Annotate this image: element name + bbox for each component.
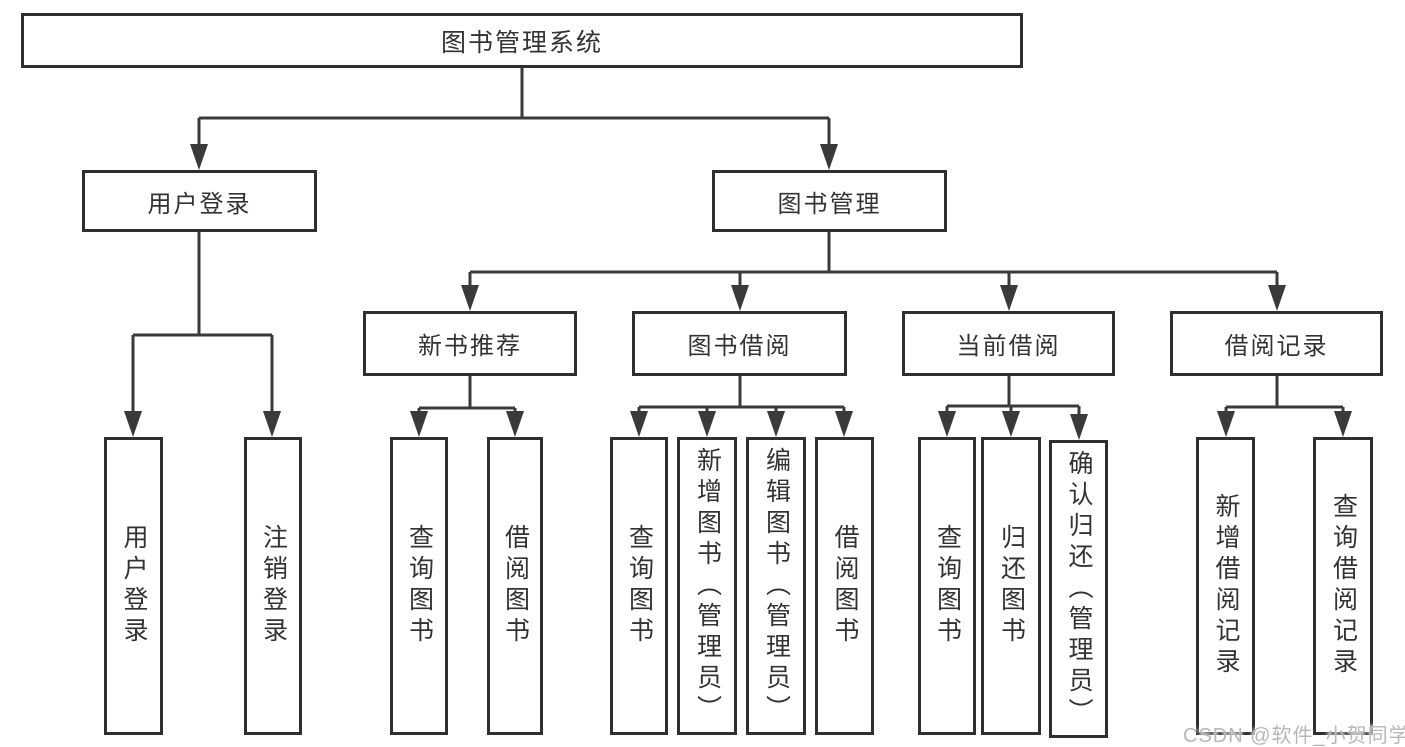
leaf-borrow-books-recommend: 借阅图书 (487, 437, 543, 735)
watermark-text: CSDN @软件_小贺同学 (1183, 725, 1405, 747)
node-new-book-recommend-label: 新书推荐 (418, 333, 522, 360)
leaf-return-books-label: 归还图书 (997, 524, 1026, 648)
leaf-add-borrow-record: 新增借阅记录 (1196, 437, 1255, 735)
leaf-query-borrow-record: 查询借阅记录 (1313, 437, 1373, 735)
leaf-user-login-label: 用户登录 (120, 524, 148, 648)
leaf-borrow-books-recommend-label: 借阅图书 (501, 524, 530, 648)
node-user-login-label: 用户登录 (147, 190, 252, 218)
node-book-borrow-label: 图书借阅 (687, 333, 792, 360)
connector-new-book-children (410, 376, 524, 437)
leaf-confirm-return-admin: 确认归还（管理员） (1049, 440, 1108, 738)
node-library-system-label: 图书管理系统 (440, 28, 603, 57)
leaf-logout: 注销登录 (244, 437, 302, 735)
leaf-borrow-books-label: 借阅图书 (831, 524, 859, 648)
connector-book-management-children (461, 232, 1286, 311)
leaf-edit-books-admin-label: 编辑图书（管理员） (762, 446, 791, 726)
node-user-login: 用户登录 (82, 170, 317, 232)
node-book-management: 图书管理 (712, 170, 947, 232)
connector-book-borrow-children (630, 376, 853, 437)
node-book-borrow: 图书借阅 (632, 311, 847, 376)
leaf-logout-label: 注销登录 (259, 524, 288, 648)
node-current-borrow: 当前借阅 (902, 311, 1115, 376)
leaf-query-books-borrow-label: 查询图书 (625, 524, 654, 648)
node-borrow-records: 借阅记录 (1170, 311, 1383, 376)
leaf-query-books-current-label: 查询图书 (933, 524, 962, 648)
node-borrow-records-label: 借阅记录 (1224, 333, 1329, 360)
leaf-confirm-return-admin-label: 确认归还（管理员） (1065, 449, 1093, 729)
connector-root-to-level2 (190, 68, 838, 170)
connector-current-borrow-children (938, 376, 1088, 440)
leaf-borrow-books: 借阅图书 (815, 437, 874, 735)
node-library-system: 图书管理系统 (21, 13, 1023, 68)
leaf-add-borrow-record-label: 新增借阅记录 (1212, 493, 1240, 679)
node-new-book-recommend: 新书推荐 (363, 311, 577, 376)
leaf-user-login: 用户登录 (104, 437, 163, 735)
leaf-query-borrow-record-label: 查询借阅记录 (1329, 493, 1358, 679)
leaf-edit-books-admin: 编辑图书（管理员） (746, 437, 806, 735)
leaf-query-books-recommend-label: 查询图书 (405, 524, 434, 648)
connector-borrow-records-children (1217, 376, 1352, 437)
leaf-query-books-recommend: 查询图书 (390, 437, 448, 735)
node-book-management-label: 图书管理 (777, 190, 882, 218)
leaf-return-books: 归还图书 (981, 437, 1041, 735)
leaf-add-books-admin-label: 新增图书（管理员） (693, 446, 722, 726)
leaf-query-books-borrow: 查询图书 (610, 437, 668, 735)
connector-user-login-children (124, 232, 281, 437)
node-current-borrow-label: 当前借阅 (956, 333, 1061, 360)
leaf-add-books-admin: 新增图书（管理员） (677, 437, 737, 735)
leaf-query-books-current: 查询图书 (918, 437, 976, 735)
